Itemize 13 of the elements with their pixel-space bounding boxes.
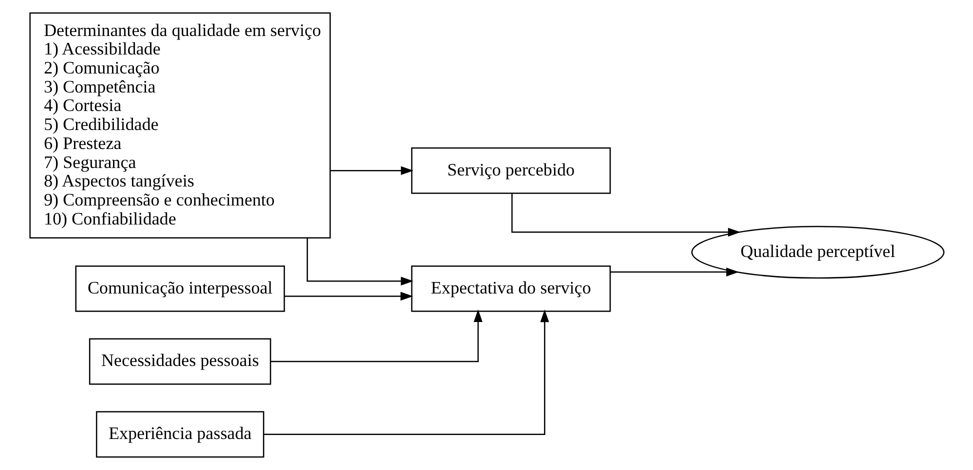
arrow [330, 166, 413, 176]
node-box: Expectativa do serviço [410, 265, 610, 312]
node-box: Experiência passada [95, 411, 264, 458]
arrow [510, 194, 740, 237]
node-box: Determinantes da qualidade em serviço 1) Acessibildade 2) Comunicação 3) Competência 4) Cortesia 5) Credibilidade 6) Presteza 7) Segurança 8) Aspectos tangíveis 9) Compreensão e conhecimento 10) Confiabilidade [28, 12, 330, 238]
node-box: Comunicação interpessoal [74, 265, 284, 312]
arrow [270, 309, 482, 362]
arrow [610, 268, 738, 276]
node-box: Necessidades pessoais [88, 338, 271, 385]
arrow [263, 310, 549, 435]
arrow [284, 292, 413, 301]
node-box: Serviço percebido [410, 147, 610, 194]
arrow [306, 238, 413, 286]
